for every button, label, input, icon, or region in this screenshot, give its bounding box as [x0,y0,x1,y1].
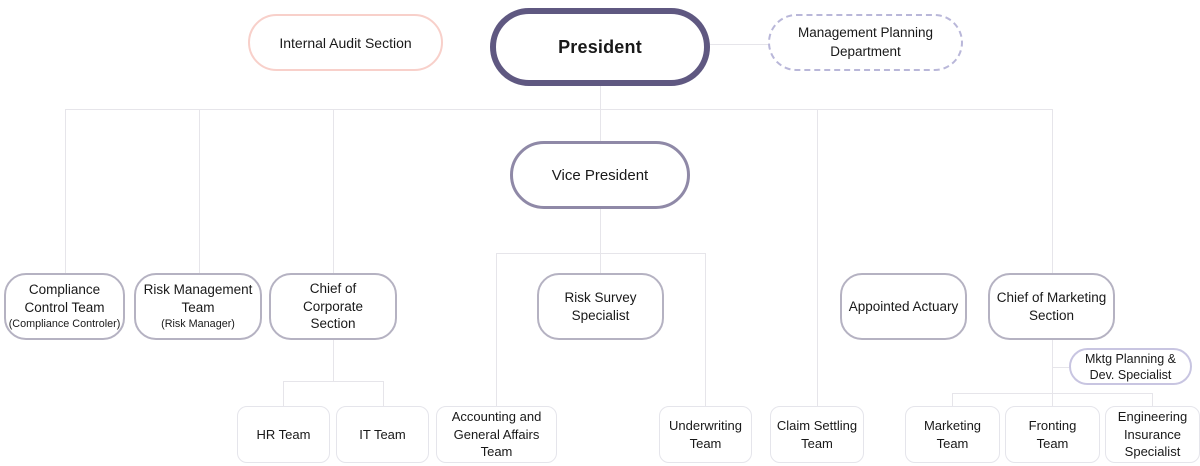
node-underwriting-team: Underwriting Team [659,406,752,463]
node-hr-team: HR Team [237,406,330,463]
connector-drop-risk-management [199,109,200,273]
connector-vp-down [600,209,601,273]
connector-drop-compliance [65,109,66,273]
connector-drop-chief-marketing [1052,109,1053,273]
connector-drop-underwriting [705,253,706,406]
node-label: Chief of Corporate Section [302,280,364,332]
connector-vp-bracket [496,253,705,254]
node-president: President [490,8,710,86]
node-label: Appointed Actuary [848,298,959,314]
connector-drop-engineering [1152,393,1153,406]
node-label: Mktg Planning & Dev. Specialist [1084,351,1177,382]
connector-chief-corporate-down [333,340,334,381]
node-chief-of-corporate-section: Chief of Corporate Section [269,273,397,340]
node-marketing-team: Marketing Team [905,406,1000,463]
connector-drop-it [383,381,384,406]
connector-drop-claim-settling [817,109,818,406]
node-it-team: IT Team [336,406,429,463]
node-fronting-team: Fronting Team [1005,406,1100,463]
node-engineering-insurance-specialist: Engineering Insurance Specialist [1105,406,1200,463]
node-label: Management Planning Department [797,25,934,59]
connector-president-to-planning [710,44,768,45]
node-compliance-control-team: Compliance Control Team (Compliance Cont… [4,273,125,340]
connector-corporate-bracket [283,381,383,382]
node-label: Accounting and General Affairs Team [451,408,542,460]
connector-president-down [600,84,601,141]
node-label: Underwriting Team [669,417,742,451]
node-label: Claim Settling Team [776,417,858,451]
node-mktg-planning-dev-specialist: Mktg Planning & Dev. Specialist [1069,348,1192,385]
connector-marketing-bracket [952,393,1152,394]
node-label: Chief of Marketing Section [996,289,1107,323]
connector-chief-marketing-down [1052,340,1053,406]
node-risk-management-team: Risk Management Team (Risk Manager) [134,273,262,340]
node-risk-survey-specialist: Risk Survey Specialist [537,273,664,340]
node-accounting-general-affairs-team: Accounting and General Affairs Team [436,406,557,463]
node-claim-settling-team: Claim Settling Team [770,406,864,463]
node-appointed-actuary: Appointed Actuary [840,273,967,340]
node-management-planning-department: Management Planning Department [768,14,963,71]
node-label: Engineering Insurance Specialist [1117,408,1188,460]
node-chief-of-marketing-section: Chief of Marketing Section [988,273,1115,340]
node-label: Fronting Team [1028,417,1077,451]
node-sublabel: (Risk Manager) [161,318,235,331]
node-label: President [558,36,642,57]
connector-drop-chief-corporate [333,109,334,273]
node-label: Compliance Control Team [24,282,105,316]
node-sublabel: (Compliance Controler) [8,318,121,331]
node-label: Vice President [551,166,649,184]
connector-drop-accounting [496,253,497,406]
connector-drop-hr [283,381,284,406]
node-label: Risk Management Team [143,282,253,316]
node-label: HR Team [256,426,311,442]
node-label: IT Team [359,426,406,442]
connector-drop-marketing-team [952,393,953,406]
node-label: Risk Survey Specialist [564,289,637,323]
node-vice-president: Vice President [510,141,690,209]
node-label: Internal Audit Section [279,34,412,51]
connector-main-horizontal [65,109,1052,110]
node-internal-audit-section: Internal Audit Section [248,14,443,71]
node-label: Marketing Team [923,417,982,451]
connector-stub-mktg-planning [1052,367,1070,368]
